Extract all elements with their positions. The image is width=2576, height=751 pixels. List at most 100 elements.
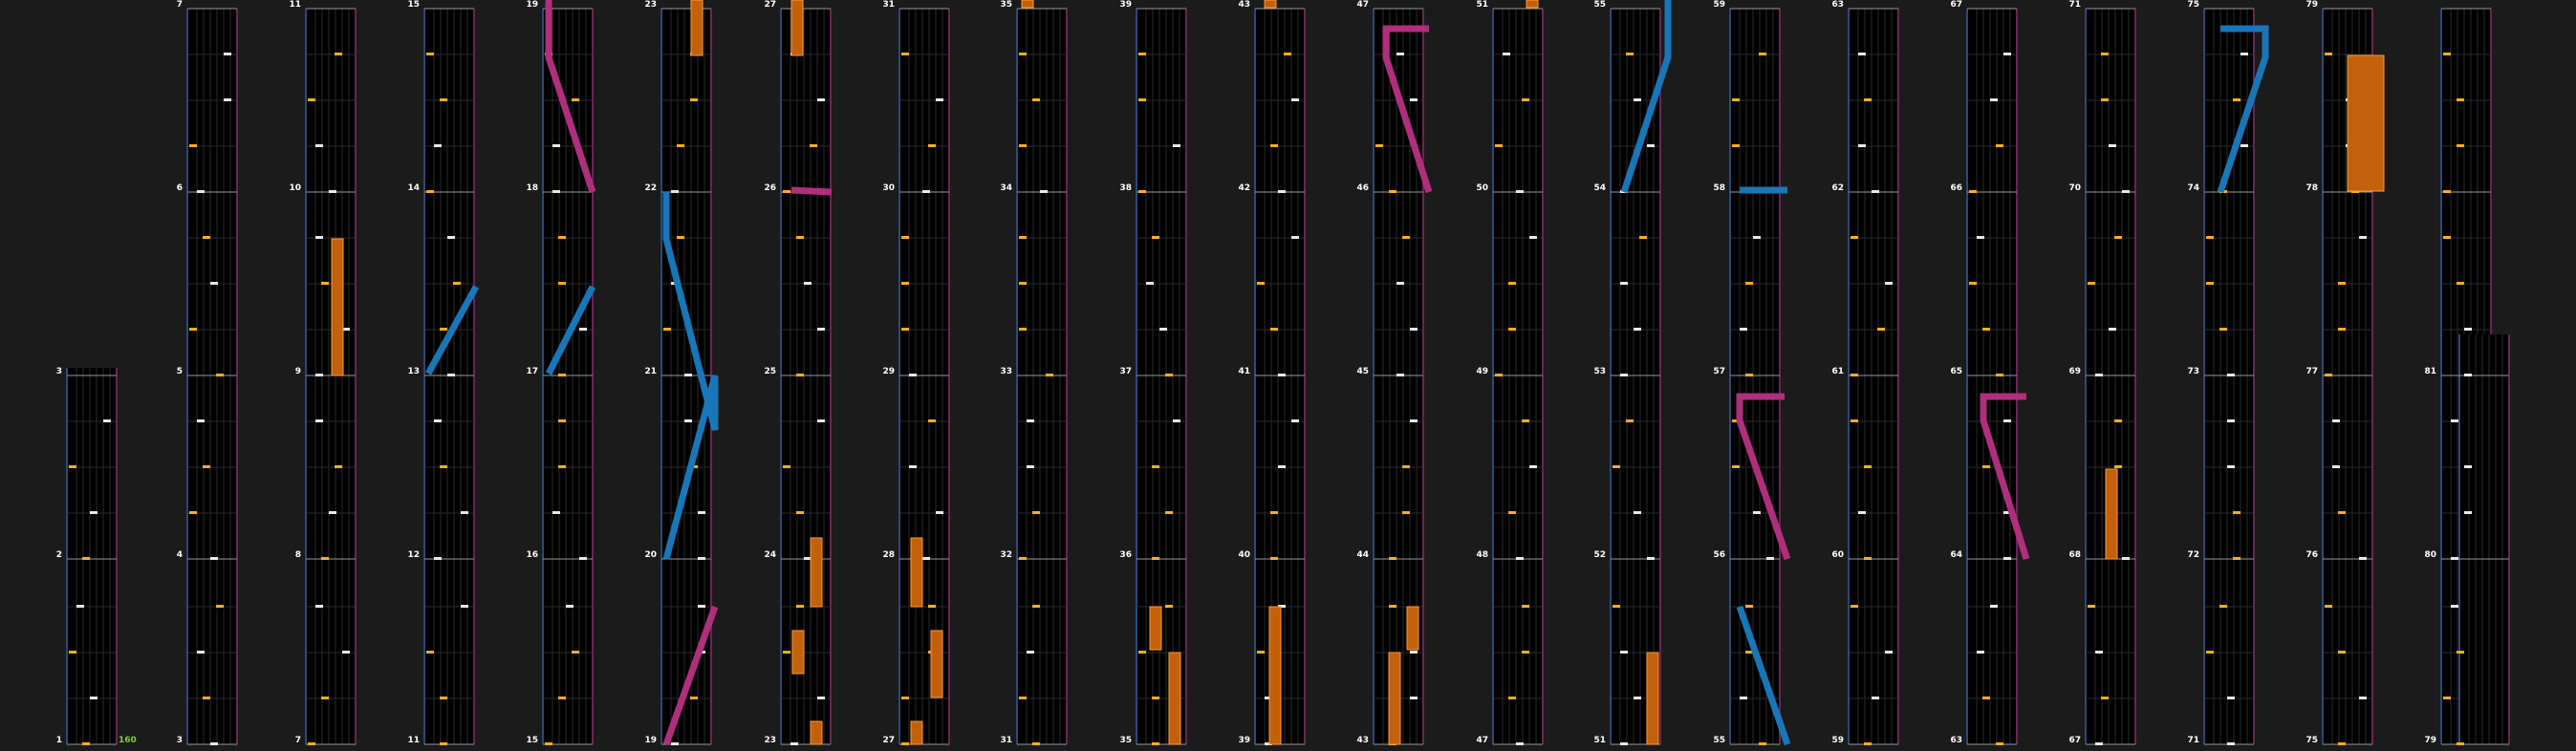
- measure-number: 53: [1593, 367, 1606, 376]
- note-white: [698, 557, 705, 560]
- long-note: [2105, 468, 2118, 560]
- note-orange: [1508, 697, 1516, 699]
- measure-number: 40: [1238, 550, 1250, 560]
- note-white: [1278, 374, 1286, 376]
- measure-number: 71: [2187, 736, 2199, 745]
- measure-number: 58: [1713, 183, 1725, 193]
- note-orange: [901, 697, 909, 699]
- note-orange: [1508, 282, 1516, 285]
- note-orange: [2443, 697, 2451, 699]
- note-white: [1410, 98, 1418, 101]
- note-orange: [1138, 98, 1146, 101]
- note-orange: [216, 374, 224, 376]
- note-orange: [69, 465, 76, 468]
- measure-number: 30: [882, 183, 895, 193]
- note-orange: [1152, 465, 1159, 468]
- note-white: [224, 98, 231, 101]
- note-white: [1634, 328, 1641, 331]
- note-orange: [1732, 465, 1740, 468]
- measure-number: 25: [764, 367, 776, 376]
- lane-background: [2459, 334, 2509, 744]
- scratch-line: [1382, 25, 1433, 194]
- note-orange: [2443, 190, 2451, 193]
- note-orange: [2088, 282, 2095, 285]
- note-orange: [1745, 282, 1753, 285]
- note-orange: [1402, 511, 1410, 514]
- bpm-label: 160: [119, 736, 137, 745]
- note-orange: [796, 605, 804, 608]
- measure-number: 59: [1831, 736, 1844, 745]
- note-orange: [1745, 605, 1753, 608]
- note-orange: [2233, 557, 2240, 560]
- measure-number: 73: [2187, 367, 2199, 376]
- note-orange: [1522, 419, 1529, 422]
- note-white: [1529, 236, 1537, 239]
- note-white: [2451, 605, 2458, 608]
- measure-number: 15: [526, 736, 538, 745]
- note-white: [2464, 511, 2472, 514]
- note-white: [1885, 282, 1893, 285]
- note-white: [1291, 98, 1299, 101]
- note-orange: [2457, 742, 2464, 745]
- measure-number: 39: [1238, 736, 1250, 745]
- note-white: [817, 697, 825, 699]
- note-white: [2451, 557, 2458, 560]
- measure-number: 27: [764, 0, 776, 10]
- measure-number: 61: [1831, 367, 1844, 376]
- long-note: [791, 630, 805, 675]
- note-orange: [2219, 605, 2227, 608]
- note-white: [671, 190, 679, 193]
- note-orange: [1613, 465, 1620, 468]
- note-orange: [203, 236, 210, 239]
- note-orange: [1270, 328, 1278, 331]
- note-white: [804, 282, 812, 285]
- note-white: [1265, 697, 1272, 699]
- long-note: [810, 720, 823, 745]
- note-white: [1516, 190, 1524, 193]
- note-white: [1265, 742, 1272, 745]
- note-white: [2003, 511, 2011, 514]
- measure-number: 29: [882, 367, 895, 376]
- measure-number: 11: [289, 0, 301, 10]
- note-white: [315, 144, 323, 147]
- note-white: [1753, 236, 1761, 239]
- measure-number: 75: [2187, 0, 2199, 10]
- note-white: [1040, 190, 1048, 193]
- note-white: [90, 511, 97, 514]
- note-orange: [796, 236, 804, 239]
- note-orange: [189, 144, 197, 147]
- note-white: [817, 328, 825, 331]
- measure-number: 15: [407, 0, 420, 10]
- note-orange: [1389, 190, 1396, 193]
- note-white: [922, 557, 930, 560]
- measure-number: 5: [177, 367, 183, 376]
- scratch-line: [2217, 25, 2269, 194]
- note-orange: [1270, 511, 1278, 514]
- note-white: [698, 511, 705, 514]
- note-white: [342, 328, 350, 331]
- lane-background: [543, 9, 593, 744]
- note-white: [2003, 557, 2011, 560]
- note-orange: [572, 98, 579, 101]
- note-orange: [2114, 419, 2122, 422]
- note-white: [461, 511, 468, 514]
- note-white: [1396, 374, 1404, 376]
- note-orange: [1152, 742, 1159, 745]
- note-orange: [1745, 374, 1753, 376]
- note-white: [1410, 328, 1418, 331]
- note-orange: [440, 697, 447, 699]
- note-white: [1885, 651, 1893, 654]
- note-white: [1647, 557, 1655, 560]
- note-orange: [1019, 328, 1027, 331]
- note-orange: [1996, 144, 2003, 147]
- measure-number: 43: [1356, 736, 1369, 745]
- note-white: [1516, 742, 1524, 745]
- note-orange: [1864, 465, 1872, 468]
- note-white: [1146, 282, 1154, 285]
- note-white: [1766, 557, 1774, 560]
- note-orange: [1375, 144, 1383, 147]
- note-orange: [1996, 742, 2003, 745]
- measure-number: 79: [2305, 0, 2318, 10]
- note-orange: [690, 697, 698, 699]
